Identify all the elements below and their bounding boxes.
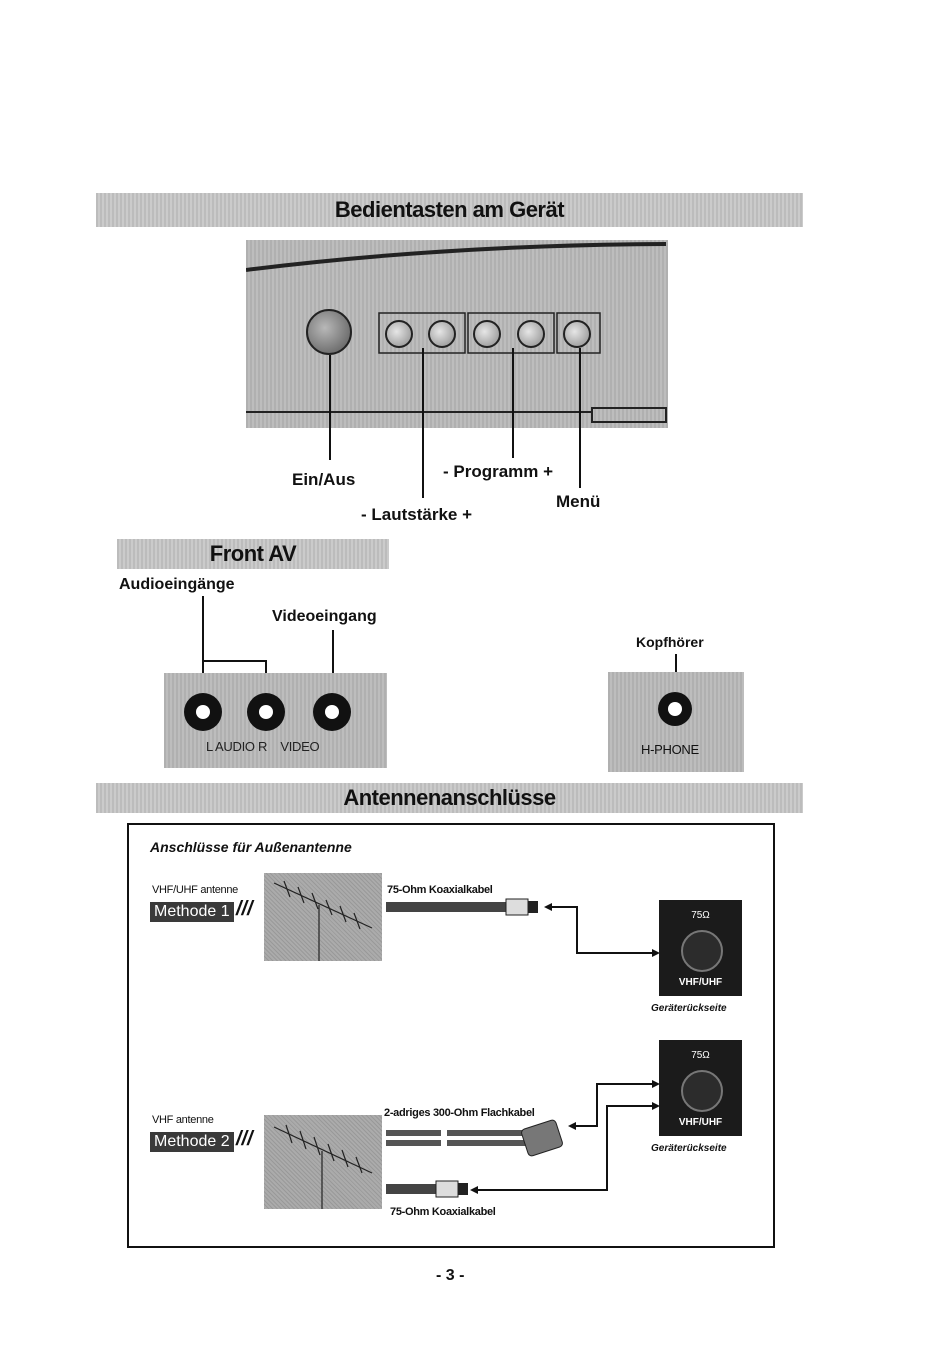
- vhf-antenna-icon: [273, 1124, 373, 1209]
- menu-label: Menü: [556, 492, 601, 511]
- method1-badge: Methode 1: [150, 902, 234, 922]
- section-title-antenna: Antennenanschlüsse: [343, 785, 556, 810]
- audio-bracket-top: [202, 660, 266, 662]
- method2-coax-label: 75-Ohm Koaxialkabel: [390, 1206, 496, 1218]
- tv-front-panel: [246, 240, 668, 428]
- method2-badge: Methode 2: [150, 1132, 234, 1152]
- program-label: - Programm +: [443, 462, 554, 481]
- method2-rear-caption: Geräterückseite: [651, 1143, 727, 1154]
- method2-slash-icon: ///: [236, 1128, 253, 1150]
- antenna-icon: [273, 880, 373, 961]
- method2-vhf-label: VHF/UHF: [678, 1117, 723, 1128]
- method1-rear-caption: Geräterückseite: [651, 1003, 727, 1014]
- menu-leader-line: [579, 348, 581, 488]
- method1-vhf-label: VHF/UHF: [678, 977, 723, 988]
- power-button[interactable]: [306, 309, 352, 355]
- method2-cable-drawing: [386, 1080, 660, 1198]
- headphone-label: Kopfhörer: [636, 634, 704, 650]
- antenna-box-title: Anschlüsse für Außenantenne: [150, 839, 352, 855]
- volume-up-button[interactable]: [428, 320, 456, 348]
- headphone-jack[interactable]: [658, 692, 692, 726]
- section-title-controls: Bedientasten am Gerät: [334, 197, 565, 222]
- program-leader-line: [512, 348, 514, 458]
- method1-slash-icon: ///: [236, 898, 253, 920]
- method2-flat-cable-label: 2-adriges 300-Ohm Flachkabel: [384, 1107, 535, 1119]
- section-header-antenna: Antennenanschlüsse: [96, 783, 803, 813]
- section-header-front-av: Front AV: [117, 539, 389, 569]
- method1-antenna-connector[interactable]: [681, 930, 723, 972]
- menu-button[interactable]: [563, 320, 591, 348]
- method2-antenna-label: VHF antenne: [152, 1114, 214, 1126]
- volume-leader-line: [422, 348, 424, 498]
- audio-left-jack[interactable]: [184, 693, 222, 731]
- method1-ohm-label: 75Ω: [691, 910, 710, 921]
- audio-right-jack[interactable]: [247, 693, 285, 731]
- section-title-front-av: Front AV: [209, 541, 297, 566]
- headphone-panel: H-PHONE: [608, 672, 744, 772]
- method2-ohm-label: 75Ω: [691, 1050, 710, 1061]
- power-label: Ein/Aus: [292, 470, 356, 489]
- audio-inputs-label: Audioeingänge: [119, 576, 235, 593]
- headphone-panel-text: H-PHONE: [641, 742, 699, 757]
- method2-antenna-photo: [264, 1115, 382, 1209]
- method1-antenna-label: VHF/UHF antenne: [152, 884, 238, 896]
- program-up-button[interactable]: [517, 320, 545, 348]
- page-number: - 3 -: [436, 1267, 465, 1284]
- audio-leader-line: [202, 596, 204, 688]
- method2-rear-panel: 75Ω VHF/UHF: [659, 1040, 742, 1136]
- volume-down-button[interactable]: [385, 320, 413, 348]
- method1-rear-panel: 75Ω VHF/UHF: [659, 900, 742, 996]
- method1-cable-label: 75-Ohm Koaxialkabel: [387, 884, 493, 896]
- program-down-button[interactable]: [473, 320, 501, 348]
- video-jack[interactable]: [313, 693, 351, 731]
- video-leader-line: [332, 630, 334, 690]
- power-leader-line: [329, 355, 331, 460]
- av-jack-panel: L AUDIO R VIDEO: [164, 673, 387, 768]
- volume-label: - Lautstärke +: [361, 505, 473, 524]
- av-panel-text: L AUDIO R VIDEO: [206, 739, 320, 754]
- video-input-label: Videoeingang: [272, 608, 377, 625]
- method1-antenna-photo: [264, 873, 382, 961]
- antenna-box: [127, 823, 775, 1248]
- method2-antenna-connector[interactable]: [681, 1070, 723, 1112]
- section-header-controls: Bedientasten am Gerät: [96, 193, 803, 227]
- method1-cable-drawing: [386, 898, 660, 957]
